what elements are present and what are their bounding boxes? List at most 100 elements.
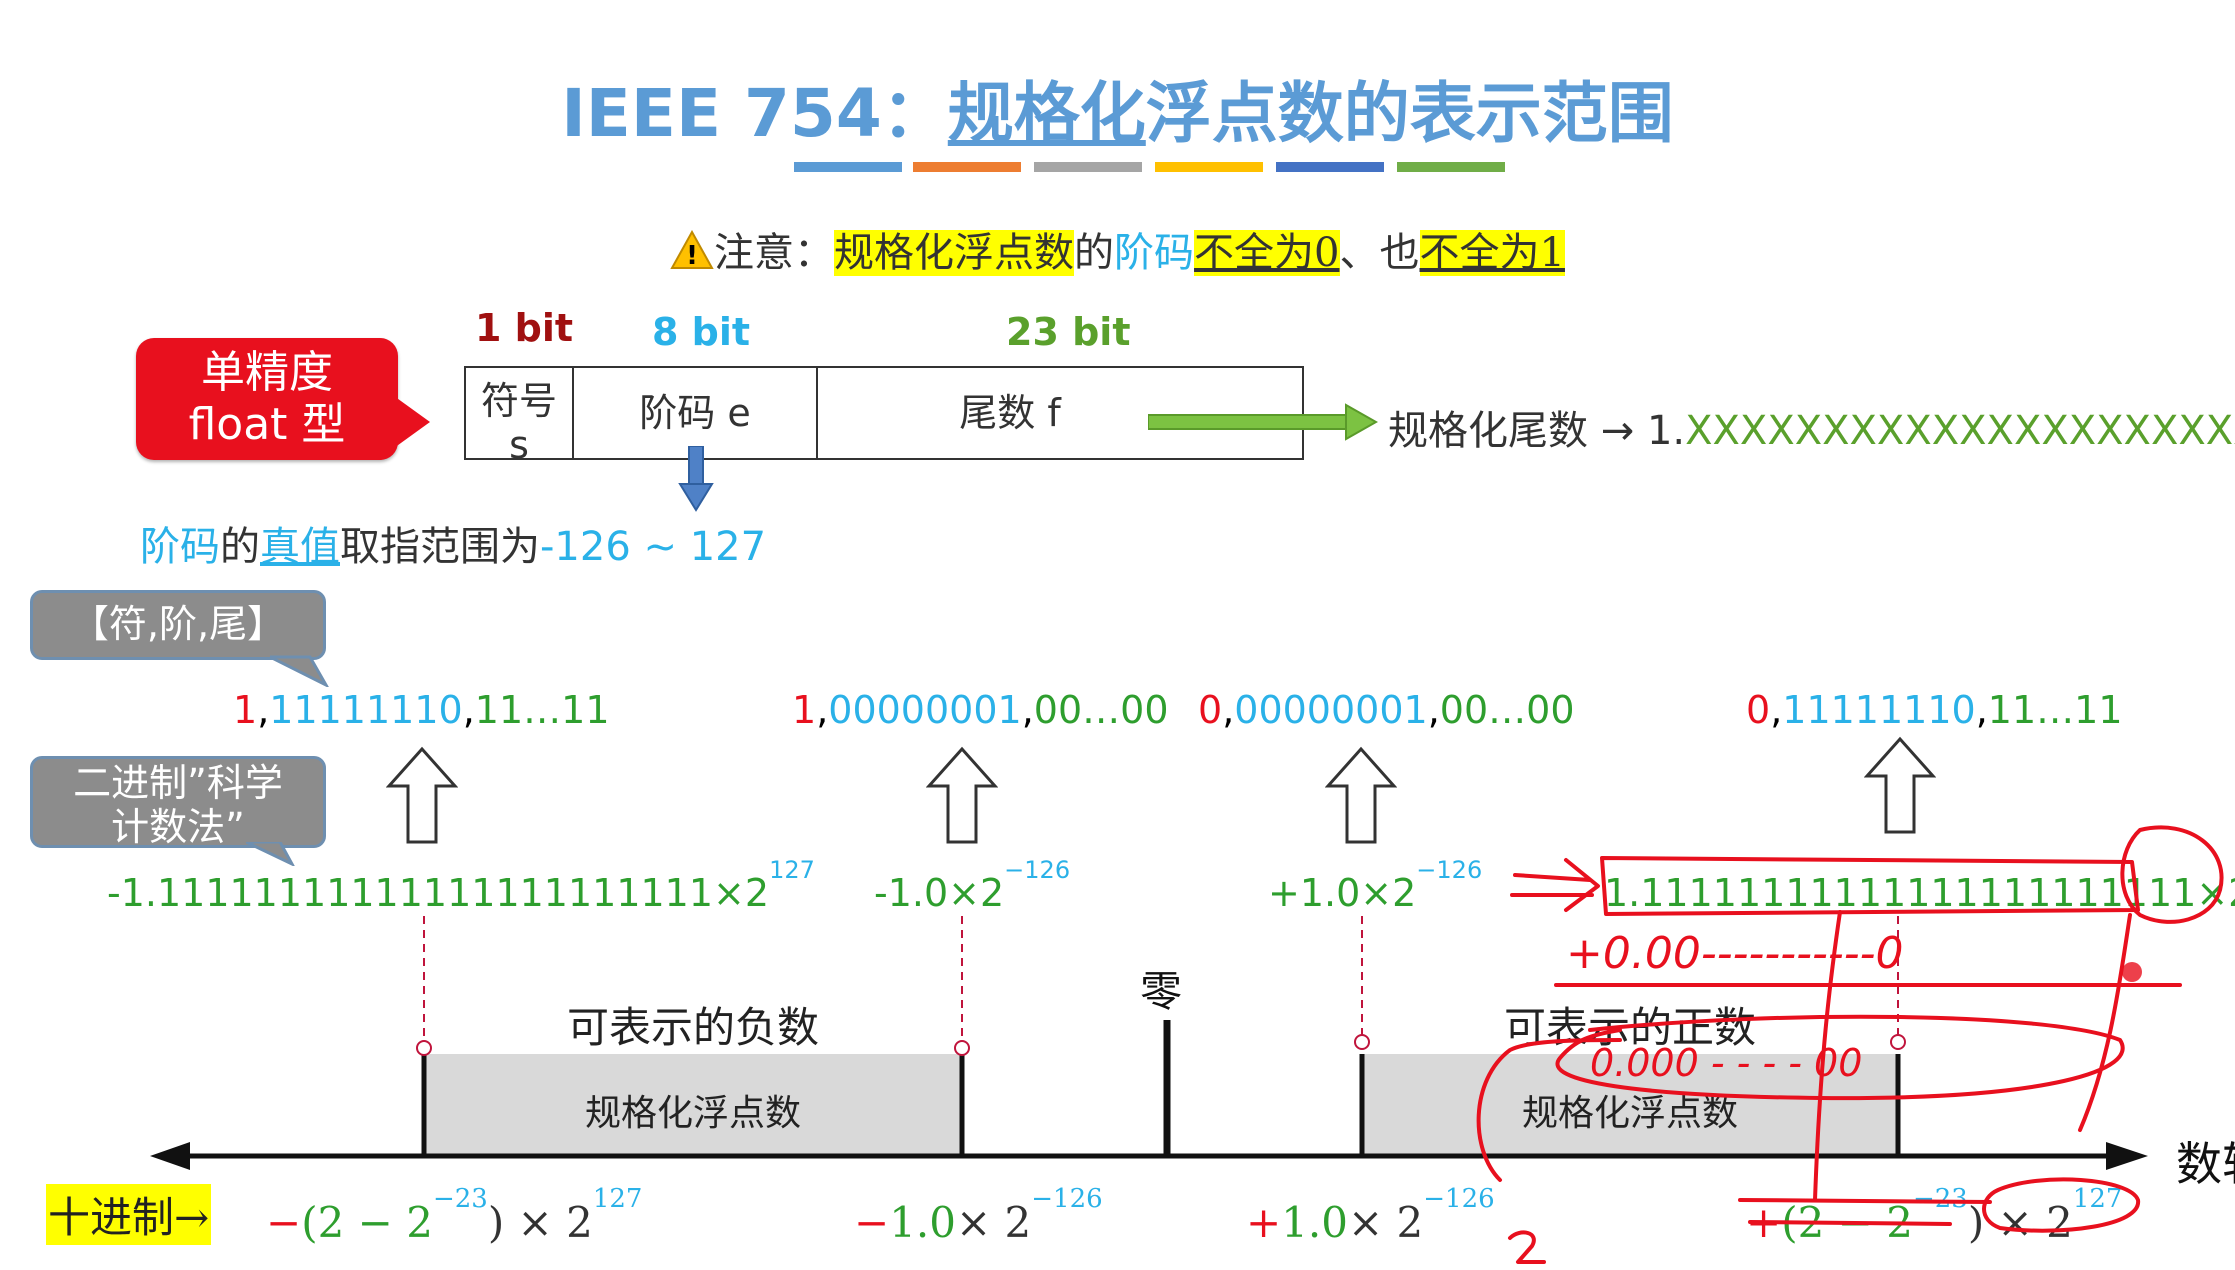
page-title: IEEE 754：规格化浮点数的表示范围 <box>0 60 2235 156</box>
note-part4: 不全为0 <box>1194 230 1340 276</box>
normalized-mantissa: 规格化尾数 → 1.XXXXXXXXXXXXXXXXXXXXXXX <box>1388 398 2235 456</box>
code-exp: 11111110 <box>269 688 463 732</box>
dec-sign: + <box>1246 1198 1282 1247</box>
dec-exp: 127 <box>2072 1184 2123 1214</box>
sci-neg-max: -1.11111111111111111111111×2127 <box>107 856 815 915</box>
warning-icon: ! <box>670 229 714 280</box>
frac-bit-label: 23 bit <box>1006 310 1131 354</box>
color-bar-6 <box>1397 162 1505 172</box>
decimal-pos-min: +1.0× 2−126 <box>1246 1184 1495 1247</box>
down-arrow-icon <box>678 445 714 516</box>
positive-region <box>1362 1054 1898 1158</box>
code-sign: 0 <box>1198 688 1223 732</box>
code-exp: 11111110 <box>1782 688 1976 732</box>
sci-callout-line2: 计数法” <box>111 805 245 849</box>
fraction-field-label: 尾数 f <box>959 391 1061 435</box>
up-arrow-icon <box>925 746 999 850</box>
sci-mantissa: -1.0×2 <box>874 871 1005 915</box>
code-frac: 00…00 <box>1033 688 1169 732</box>
callout-tail-2 <box>245 840 296 870</box>
handwriting-text-1: +0.00-----------0 <box>1566 928 1903 979</box>
note-lead: 注意： <box>714 230 835 276</box>
sci-mantissa: 1.11111111111111111111111×2 <box>1604 871 2235 915</box>
note-part1: 规格化浮点数 <box>834 230 1075 276</box>
sci-pos-max: 1.11111111111111111111111×2127 <box>1604 856 2235 915</box>
decimal-neg-max: −(2 − 2−23) × 2127 <box>266 1184 642 1247</box>
zero-label: 零 <box>1140 967 1183 1016</box>
color-bar-4 <box>1155 162 1263 172</box>
dec-sign: − <box>266 1198 302 1247</box>
code-sep: , <box>1021 688 1034 732</box>
positive-region-label: 规格化浮点数 <box>1521 1093 1738 1134</box>
sci-exponent: −126 <box>1004 856 1071 884</box>
code-sep: , <box>462 688 475 732</box>
code-neg-max: 1,11111110,11…11 <box>233 688 610 732</box>
dec-sign: − <box>854 1198 890 1247</box>
dec-exp: −126 <box>1423 1184 1495 1214</box>
fraction-field: 尾数 f <box>816 366 1304 460</box>
dec-a-exp: −23 <box>1912 1184 1968 1214</box>
float-type-badge: 单精度 float 型 <box>136 338 398 460</box>
code-sep: , <box>816 688 829 732</box>
code-frac: 11…11 <box>1987 688 2123 732</box>
dec-b: ) × 2 <box>487 1198 593 1247</box>
title-prefix: IEEE 754： <box>561 75 948 152</box>
code-sep: , <box>1770 688 1783 732</box>
color-bar-1 <box>794 162 902 172</box>
decimal-neg-min: −1.0× 2−126 <box>854 1184 1103 1247</box>
code-sep: , <box>1222 688 1235 732</box>
decimal-tag: 十进制→ <box>46 1184 212 1245</box>
note-part2: 的 <box>1074 230 1115 276</box>
dec-b: × 2 <box>956 1198 1032 1247</box>
dec-a: (2 − 2 <box>301 1198 433 1247</box>
note-part6: 不全为1 <box>1419 230 1565 276</box>
note-line: ! 注意：规格化浮点数的阶码不全为0、也不全为1 <box>0 220 2235 280</box>
exp-bit-label: 8 bit <box>652 310 751 354</box>
color-bar-3 <box>1034 162 1142 172</box>
sci-notation-callout: 二进制”科学 计数法” <box>30 756 326 849</box>
fields-callout: 【符,阶,尾】 <box>30 590 326 660</box>
exp-range-part5: -126 ~ 127 <box>540 524 767 570</box>
sci-neg-min: -1.0×2−126 <box>874 856 1070 915</box>
code-sign: 1 <box>233 688 258 732</box>
badge-pointer <box>394 396 430 448</box>
green-arrow-icon <box>1147 402 1379 446</box>
exp-range-part3: 真值 <box>260 524 340 570</box>
note-part3: 阶码 <box>1114 230 1195 276</box>
title-highlight: 规格化 <box>947 75 1146 152</box>
callout-tail <box>269 655 330 691</box>
negative-region-label: 规格化浮点数 <box>584 1093 801 1134</box>
code-frac: 00…00 <box>1439 688 1575 732</box>
title-rest: 浮点数的表示范围 <box>1145 75 1674 152</box>
color-bar-2 <box>913 162 1021 172</box>
mantissa-prefix: 规格化尾数 → 1. <box>1388 408 1686 454</box>
sign-bit-label: 1 bit <box>475 306 574 350</box>
code-neg-min: 1,00000001,00…00 <box>792 688 1169 732</box>
badge-line1: 单精度 <box>201 347 333 398</box>
sci-exponent: −126 <box>1416 856 1483 884</box>
code-pos-min: 0,00000001,00…00 <box>1198 688 1575 732</box>
code-exp: 00000001 <box>1234 688 1428 732</box>
code-sign: 0 <box>1746 688 1771 732</box>
badge-line2: float 型 <box>188 399 346 450</box>
up-arrow-icon <box>1324 746 1398 850</box>
mantissa-bits: XXXXXXXXXXXXXXXXXXXXXXX <box>1685 408 2235 454</box>
sign-field-label: 符号 <box>480 379 557 423</box>
sign-field: 符号 s <box>464 366 574 467</box>
sci-pos-min: +1.0×2−126 <box>1268 856 1482 915</box>
svg-text:!: ! <box>686 241 698 270</box>
color-bar-5 <box>1276 162 1384 172</box>
handwriting-text-2: 0.000 - - - - 00 <box>1590 1041 1862 1085</box>
dec-b: × 2 <box>1348 1198 1424 1247</box>
dec-exp: −126 <box>1031 1184 1103 1214</box>
code-sign: 1 <box>792 688 817 732</box>
up-arrow-icon <box>1863 736 1937 840</box>
sci-callout-line1: 二进制”科学 <box>73 761 283 805</box>
code-exp: 00000001 <box>828 688 1022 732</box>
sci-mantissa: +1.0×2 <box>1268 871 1417 915</box>
dec-a: 1.0 <box>1281 1198 1348 1247</box>
code-sep: , <box>1975 688 1988 732</box>
code-pos-max: 0,11111110,11…11 <box>1746 688 2123 732</box>
